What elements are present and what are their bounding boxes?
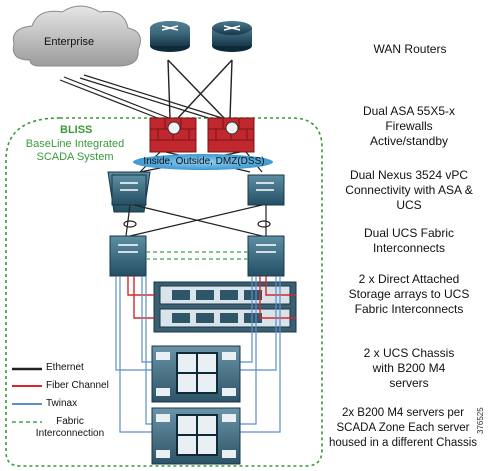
- nexus-label-line2: Connectivity with ASA &: [345, 183, 473, 197]
- nexus-switch-left-icon: [107, 171, 151, 213]
- legend-fabric-line2: Interconnection: [35, 428, 105, 439]
- storage-label: 2 x Direct Attached Storage arrays to UC…: [325, 272, 493, 317]
- wan-routers-label: WAN Routers: [373, 42, 447, 56]
- bliss-subtitle-line1: BaseLine Integrated: [25, 138, 125, 150]
- firewall-label-line1: Dual ASA 55X5-x: [362, 104, 456, 118]
- bliss-title: BLISS: [60, 124, 93, 136]
- chassis-label-line3: servers: [389, 376, 429, 390]
- cloud-firewall-links: [59, 74, 223, 122]
- legend-fabric-line1: Fabric: [56, 416, 84, 427]
- nexus-label-line1: Dual Nexus 3524 vPC: [349, 168, 469, 182]
- wan-router-left-icon: [150, 21, 190, 52]
- asa-firewall-left-icon: [149, 117, 197, 153]
- servers-label: 2x B200 M4 servers per SCADA Zone Each s…: [318, 406, 488, 451]
- legend-fabric-interconnection: Fabric Interconnection: [30, 416, 110, 440]
- firewall-label: Dual ASA 55X5-x Firewalls Active/standby: [325, 104, 493, 149]
- storage-array-icon: [153, 281, 297, 333]
- fabric-label-line2: Interconnects: [372, 241, 446, 255]
- enterprise-cloud-icon: [12, 5, 141, 67]
- enterprise-cloud-label: Enterprise: [44, 36, 95, 48]
- fabric-interconnect-right-icon: [247, 235, 285, 277]
- chassis-label-line2: with B200 M4: [372, 361, 446, 375]
- wan-router-right-icon: [212, 21, 252, 52]
- firewall-label-line2: Firewalls: [385, 119, 433, 133]
- chassis-label: 2 x UCS Chassis with B200 M4 servers: [325, 346, 493, 391]
- twinax-links: [115, 276, 281, 433]
- ucs-chassis-top-icon: [151, 345, 241, 403]
- servers-label-line3: housed in a different Chassis: [328, 437, 478, 449]
- dmz-ellipse: [133, 154, 273, 170]
- fabric-label-line1: Dual UCS Fabric: [363, 226, 455, 240]
- fabric-interconnect-left-icon: [109, 235, 147, 277]
- fabric-interconnection-links: [146, 251, 248, 260]
- nexus-fabric-links: [123, 204, 271, 237]
- ucs-chassis-bottom-icon: [151, 407, 241, 465]
- legend-swatches: [12, 367, 42, 423]
- fabric-label: Dual UCS Fabric Interconnects: [325, 226, 493, 256]
- figure-id: 376525: [476, 407, 485, 434]
- asa-firewall-right-icon: [207, 117, 255, 153]
- servers-label-line2: SCADA Zone Each server: [336, 422, 470, 434]
- storage-label-line1: 2 x Direct Attached: [358, 272, 460, 286]
- storage-label-line2: Storage arrays to UCS: [348, 287, 470, 301]
- legend-twinax: Twinax: [46, 398, 78, 409]
- nexus-label-line3: UCS: [396, 198, 422, 212]
- nexus-switch-right-icon: [247, 174, 285, 206]
- nexus-label: Dual Nexus 3524 vPC Connectivity with AS…: [325, 168, 493, 213]
- router-firewall-links: [167, 59, 233, 119]
- storage-label-line3: Fabric Interconnects: [354, 302, 464, 316]
- legend-fiber-channel: Fiber Channel: [46, 380, 109, 391]
- firewall-label-line3: Active/standby: [369, 134, 449, 148]
- fiber-channel-links: [127, 276, 296, 319]
- bliss-subtitle-line2: SCADA System: [36, 151, 114, 163]
- dmz-label: Inside, Outside, DMZ(DSS): [143, 156, 265, 167]
- bliss-subtitle: BaseLine Integrated SCADA System: [20, 138, 130, 164]
- chassis-label-line1: 2 x UCS Chassis: [363, 346, 455, 360]
- bliss-boundary: [5, 117, 323, 467]
- servers-label-line1: 2x B200 M4 servers per: [341, 407, 465, 419]
- legend-ethernet: Ethernet: [46, 362, 84, 373]
